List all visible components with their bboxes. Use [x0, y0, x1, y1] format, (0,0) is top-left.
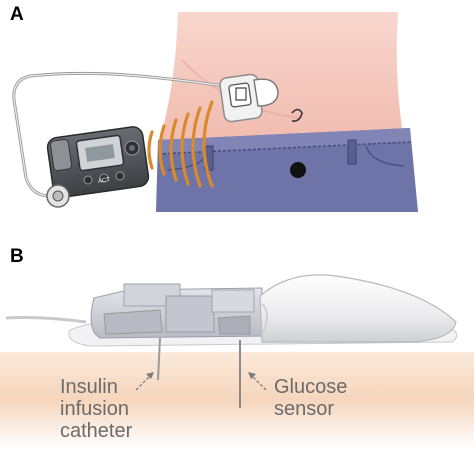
navel: [291, 108, 303, 122]
insulin-catheter-cannula: [157, 337, 161, 381]
torso-skin: [160, 12, 408, 140]
signal-waves: [147, 100, 214, 188]
panel-b-label: B: [10, 246, 24, 267]
panel-a-label: A: [10, 4, 24, 25]
glucose-sensor-label: Glucose sensor: [274, 376, 347, 420]
glucose-sensor-label-line1: Glucose: [274, 376, 348, 398]
insulin-catheter-label: Insulin infusion catheter: [60, 376, 132, 442]
callout-arrows: [135, 373, 267, 391]
insulin-pump: ACT: [46, 126, 150, 208]
tissue-layer: [0, 352, 474, 448]
insulin-catheter-label-line2: infusion: [60, 398, 129, 420]
sensor-dome: [259, 274, 457, 343]
insulin-catheter-label-line1: Insulin: [60, 376, 118, 398]
pump-act-button: ACT: [98, 177, 111, 185]
sensor-on-body: [219, 73, 279, 123]
insulin-catheter-label-line3: catheter: [60, 420, 133, 442]
jeans-button: [290, 162, 306, 178]
catheter-housing: [90, 283, 263, 339]
glucose-sensor-label-line2: sensor: [274, 398, 335, 420]
